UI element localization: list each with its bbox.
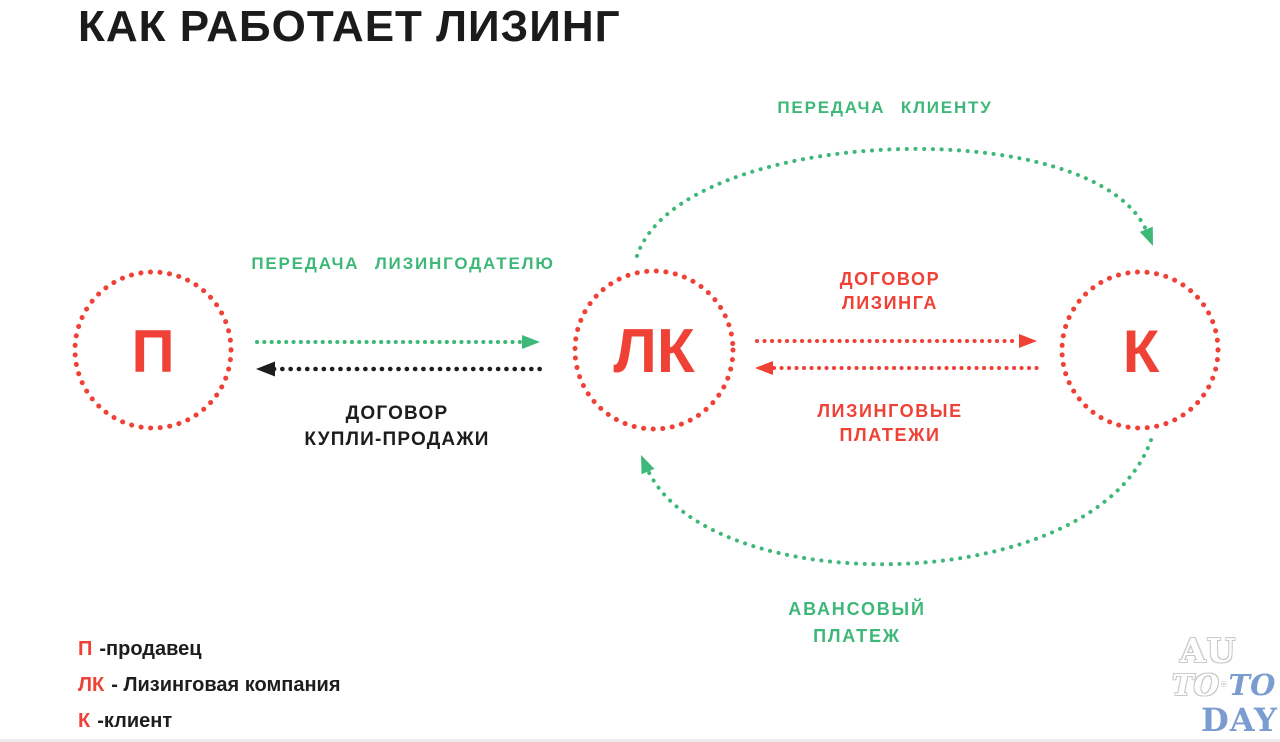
watermark-dot-icon: ◦ (1219, 678, 1228, 693)
legend-term-lessor: ЛК (78, 674, 105, 696)
watermark-line3: DAY (1201, 701, 1278, 739)
lessor-node-label: ЛК (613, 317, 695, 386)
legend: П -продавец ЛК - Лизинговая компания К -… (78, 638, 341, 742)
leasing-payments-label: ЛИЗИНГОВЫЕ ПЛАТЕЖИ (817, 399, 962, 447)
legend-item-seller: П -продавец (78, 638, 341, 661)
purchase-agreement-label-line2: КУПЛИ-ПРОДАЖИ (304, 429, 490, 450)
advance-payment-arc (644, 438, 1153, 567)
seller-node-label: П (131, 318, 175, 385)
bottom-edge-strip (0, 739, 1280, 742)
legend-definition-seller: -продавец (99, 638, 202, 660)
advance-payment-label-line2: ПЛАТЕЖ (813, 626, 901, 646)
advance-payment-label-line1: АВАНСОВЫЙ (788, 599, 926, 619)
legend-term-seller: П (78, 638, 93, 660)
leasing-payments-label-line1: ЛИЗИНГОВЫЕ (817, 401, 963, 421)
legend-item-client: К -клиент (78, 710, 341, 733)
lessor-circle (572, 268, 736, 432)
watermark-line2-second: TO (1228, 668, 1276, 702)
transfer-to-lessor-label: ПЕРЕДАЧА ЛИЗИНГОДАТЕЛЮ (251, 254, 555, 273)
legend-definition-lessor: - Лизинговая компания (111, 674, 341, 696)
seller-circle (72, 269, 234, 431)
purchase-agreement-arrowhead (256, 361, 275, 377)
client-node-label: К (1122, 318, 1160, 385)
purchase-agreement-label: ДОГОВОР КУПЛИ-ПРОДАЖИ (304, 401, 489, 453)
transfer-to-lessor-arrowhead (522, 335, 540, 349)
leasing-agreement-label-line2: ЛИЗИНГА (841, 293, 939, 313)
client-circle (1059, 269, 1221, 431)
advance-payment-label: АВАНСОВЫЙ ПЛАТЕЖ (788, 596, 925, 650)
leasing-payments-arrowhead (755, 361, 773, 375)
watermark-line2: TO ◦ TO (1172, 668, 1275, 702)
leasing-agreement-label-line1: ДОГОВОР (839, 269, 941, 289)
watermark-line2-first: TO (1172, 668, 1219, 702)
autoday-watermark-logo: AU TO ◦ TO DAY (1172, 631, 1278, 739)
leasing-agreement-arrowhead (1019, 334, 1037, 348)
watermark-line1: AU (1180, 631, 1237, 670)
legend-term-client: К (78, 710, 91, 732)
advance-payment-arrowhead (641, 455, 655, 475)
legend-item-lessor: ЛК - Лизинговая компания (78, 674, 341, 697)
transfer-to-client-label: ПЕРЕДАЧА КЛИЕНТУ (777, 98, 993, 117)
transfer-to-client-arc (635, 147, 1149, 258)
page-title: КАК РАБОТАЕТ ЛИЗИНГ (78, 2, 621, 51)
leasing-payments-label-line2: ПЛАТЕЖИ (839, 425, 941, 445)
leasing-agreement-label: ДОГОВОР ЛИЗИНГА (840, 267, 941, 315)
purchase-agreement-label-line1: ДОГОВОР (345, 403, 449, 424)
transfer-to-client-arrowhead (1139, 226, 1153, 246)
legend-definition-client: -клиент (97, 710, 173, 732)
